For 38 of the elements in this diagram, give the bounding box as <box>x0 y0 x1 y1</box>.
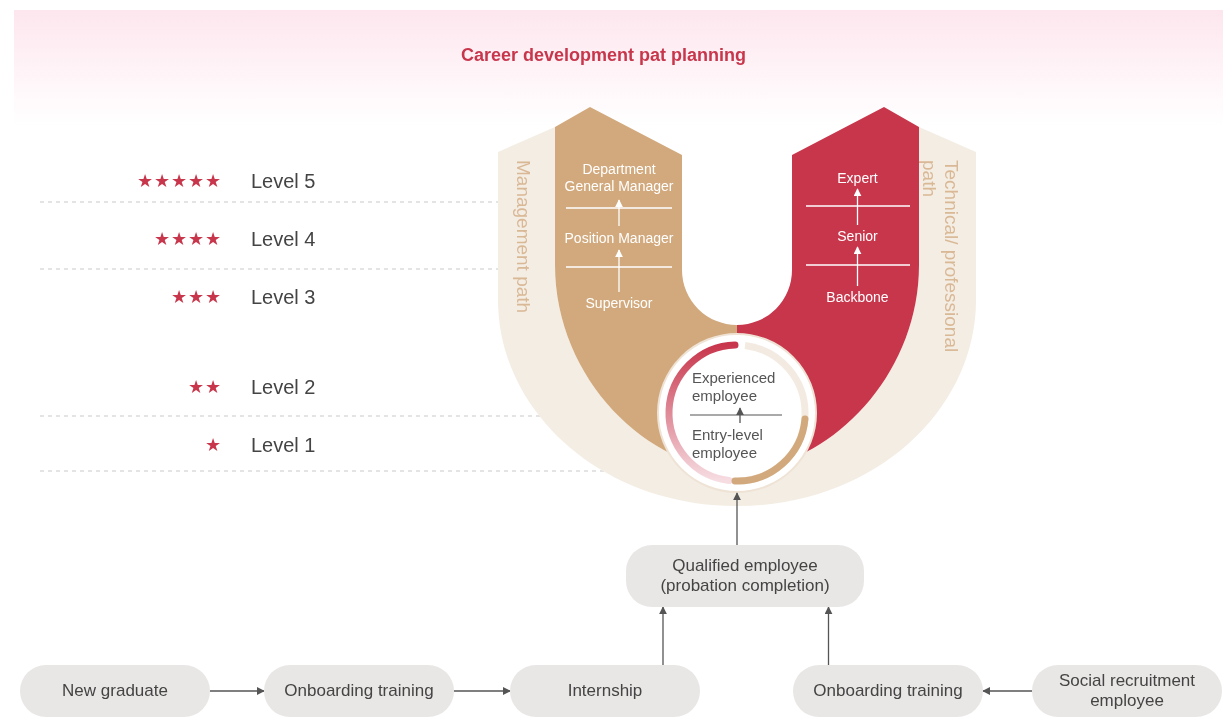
career-level-label: Senior <box>805 225 910 247</box>
arrow <box>615 249 623 293</box>
career-level-label: Position Manager <box>555 226 683 250</box>
path-title: Management path <box>512 160 534 316</box>
star-rating: ★★★★ <box>153 228 222 251</box>
process-pill: Onboarding training <box>793 665 983 717</box>
level-label: Level 4 <box>251 227 317 252</box>
arrow <box>659 606 667 666</box>
arrow <box>453 687 511 695</box>
star-rating: ★★ <box>187 376 222 399</box>
level-label: Level 2 <box>251 375 317 400</box>
career-level-label: Entry-level employee <box>692 423 788 465</box>
arrow <box>209 687 265 695</box>
arrow <box>824 606 833 666</box>
process-pill: Qualified employee (probation completion) <box>626 545 864 607</box>
process-pill: Internship <box>510 665 700 717</box>
star-rating: ★★★ <box>170 286 222 309</box>
path-title: Technical/ professional path <box>918 160 962 355</box>
arrow <box>736 407 744 424</box>
career-level-label: Supervisor <box>560 292 678 314</box>
arrow <box>853 188 862 226</box>
title: Career development pat planning <box>461 45 747 66</box>
level-label: Level 5 <box>251 169 317 194</box>
level-label: Level 3 <box>251 285 317 310</box>
process-pill: New graduate <box>20 665 210 717</box>
process-pill: Onboarding training <box>264 665 454 717</box>
career-level-label: Expert <box>805 167 910 189</box>
career-level-label: Experienced employee <box>692 366 788 408</box>
star-rating: ★ <box>204 434 222 457</box>
arrow <box>982 687 1033 695</box>
career-level-label: Backbone <box>805 286 910 308</box>
process-pill: Social recruitment employee <box>1032 665 1222 717</box>
career-level-label: Department General Manager <box>558 156 680 200</box>
arrow <box>853 246 862 287</box>
arrow <box>733 492 741 546</box>
arrow <box>615 199 623 227</box>
level-label: Level 1 <box>251 433 317 458</box>
star-rating: ★★★★★ <box>136 170 222 193</box>
